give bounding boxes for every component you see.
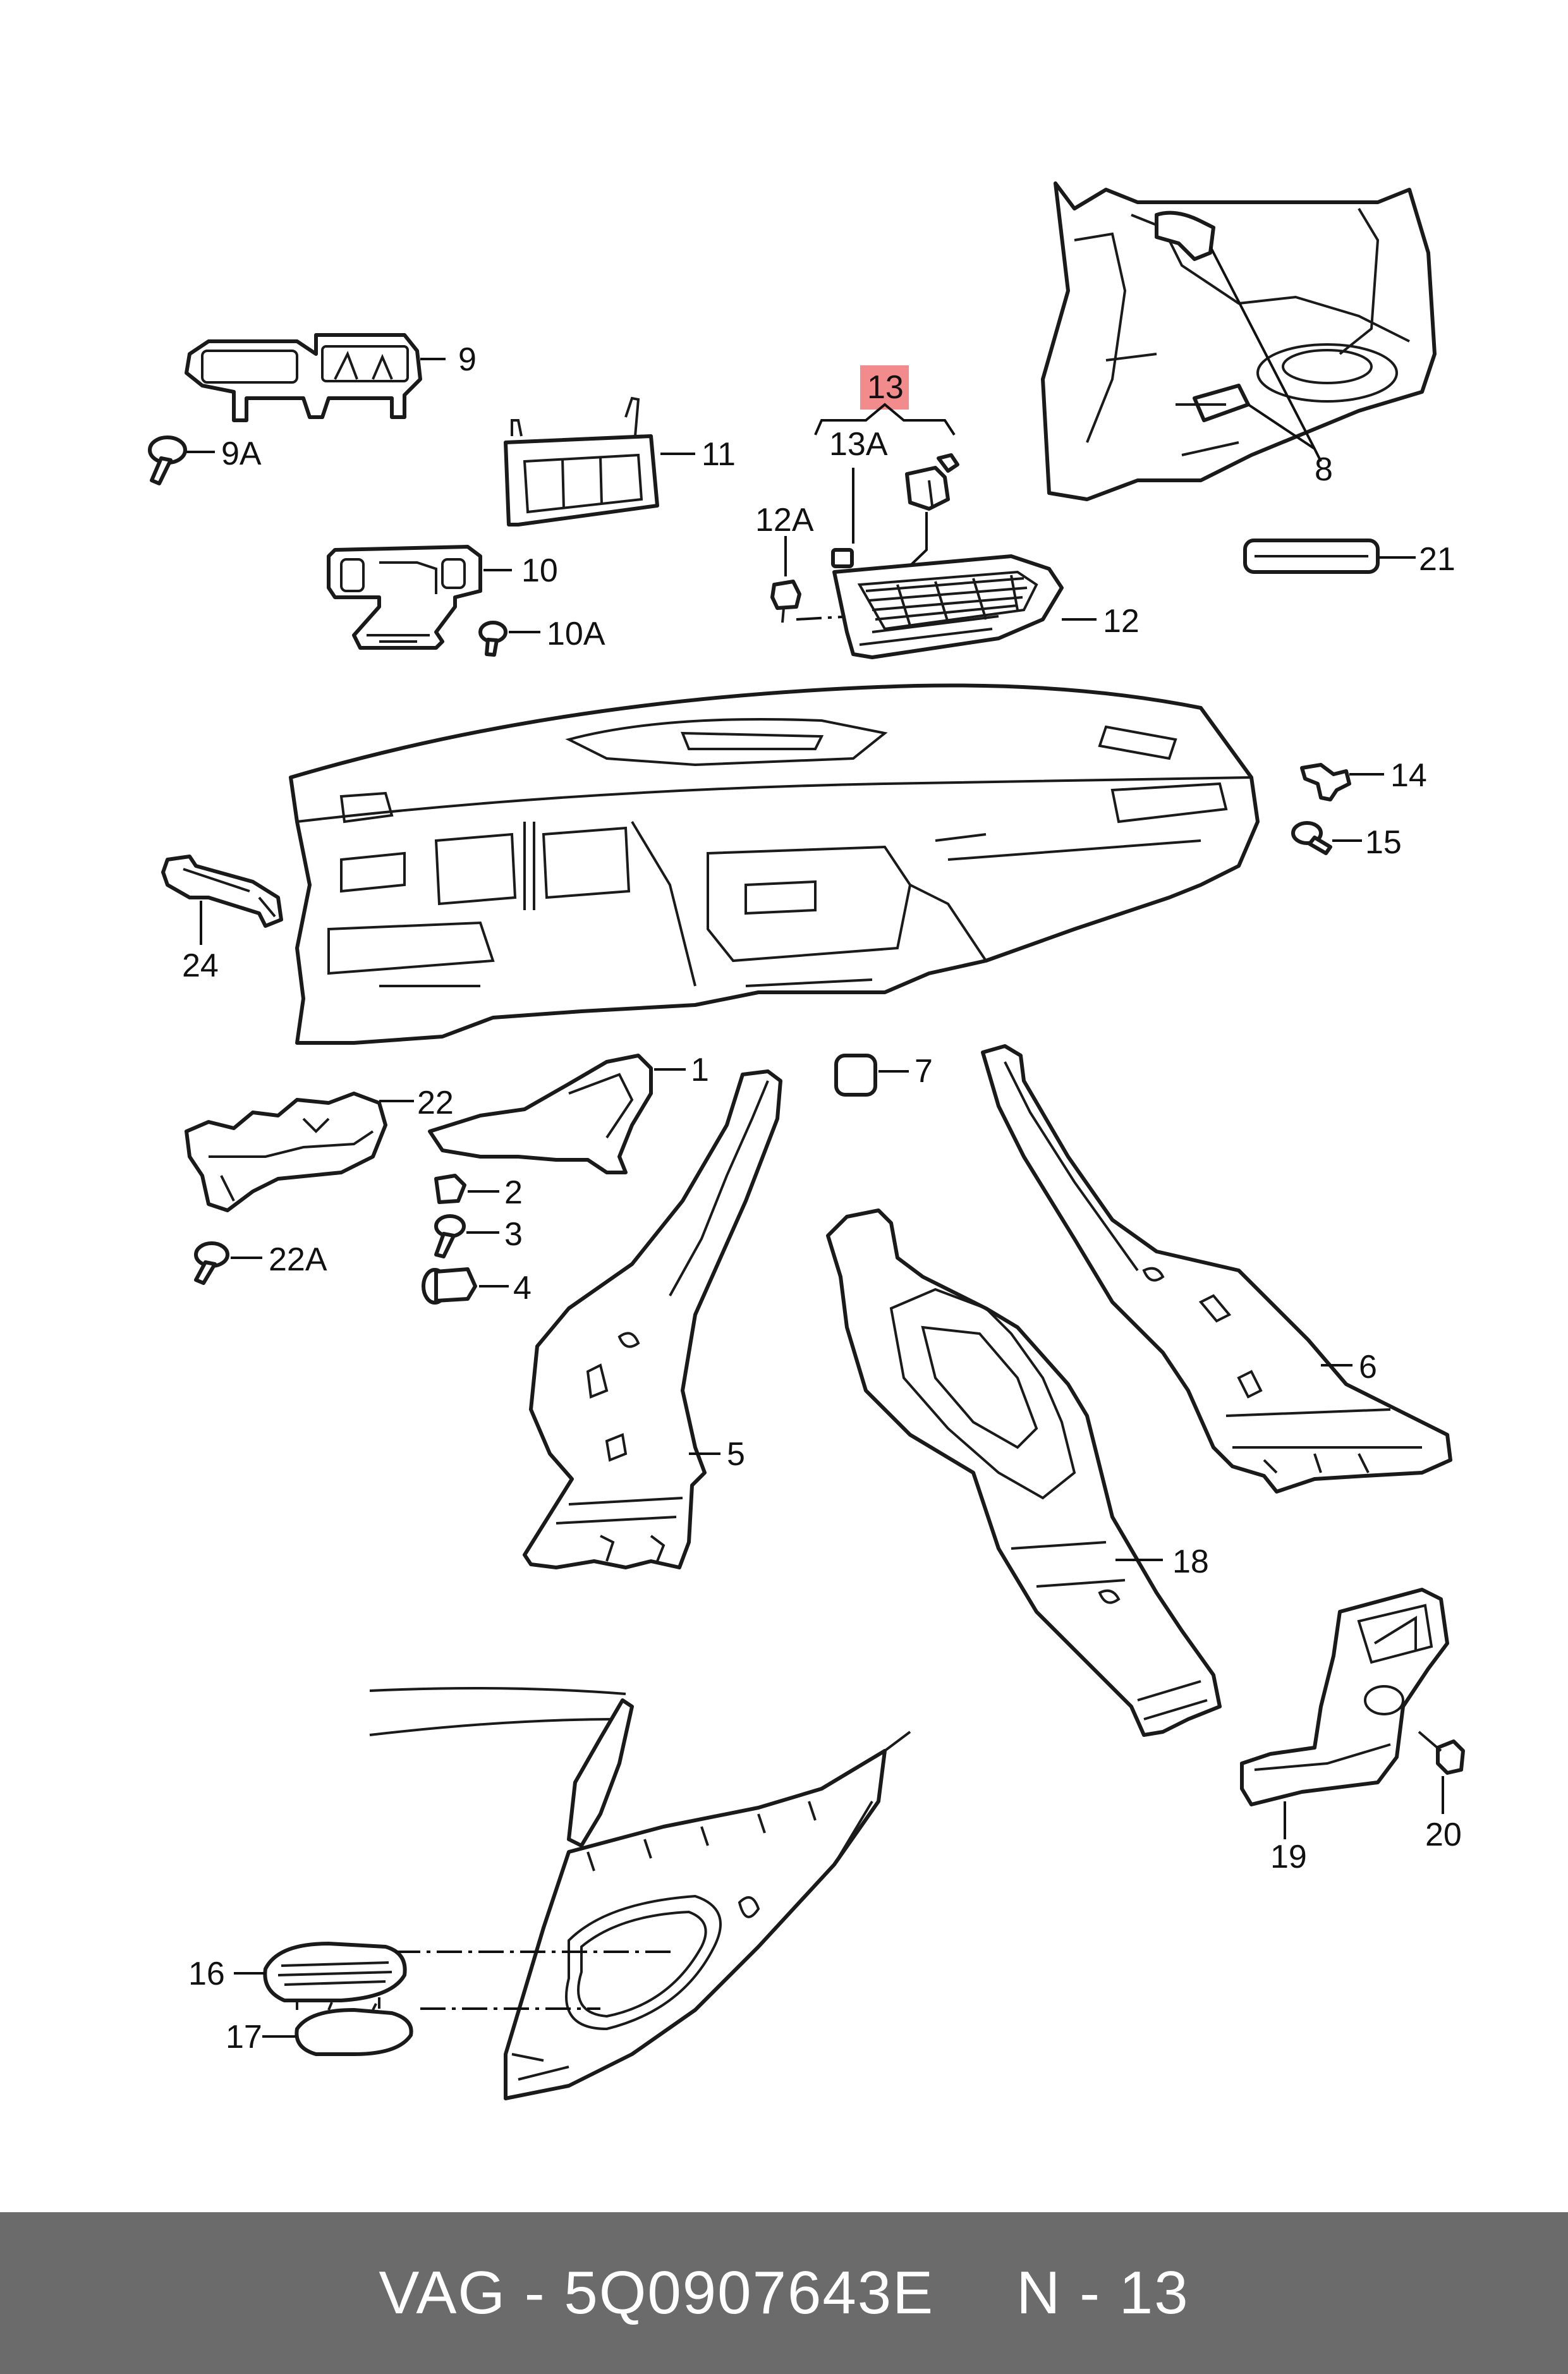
label-12: 12: [1103, 603, 1140, 640]
part-14-clip: [1300, 763, 1351, 801]
part-5-duct: [523, 1069, 782, 1569]
label-16: 16: [188, 1956, 225, 1992]
highlight-13: [860, 365, 909, 410]
part-2-clip: [434, 1174, 466, 1204]
label-9a: 9A: [221, 435, 262, 472]
part-9a-screw: [148, 435, 187, 485]
label-18: 18: [1172, 1543, 1209, 1580]
part-11-vent-grille: [504, 396, 659, 527]
part-6-duct: [981, 1044, 1452, 1494]
footer-brand: VAG: [379, 2259, 507, 2327]
part-9-vent-housing: [185, 333, 422, 422]
part-22-bracket: [185, 1092, 387, 1212]
label-22: 22: [417, 1085, 454, 1121]
label-24: 24: [182, 947, 219, 984]
part-10-air-duct: [327, 545, 482, 650]
hose-upper: [1155, 210, 1215, 261]
label-8: 8: [1315, 451, 1333, 488]
footer-caption: VAG - 5Q0907643E N - 13: [379, 2258, 1189, 2328]
part-10a-screw: [478, 621, 507, 657]
label-19: 19: [1270, 1839, 1307, 1875]
part-13a-clip: [831, 548, 854, 568]
footer-part-number: 5Q0907643E: [564, 2259, 935, 2327]
label-14: 14: [1390, 757, 1427, 794]
part-13-sensor: [905, 453, 959, 511]
label-21: 21: [1419, 541, 1456, 578]
part-22a-screw: [194, 1241, 229, 1285]
footer-section: N - 13: [1016, 2259, 1189, 2327]
label-5: 5: [727, 1436, 745, 1473]
label-10a: 10A: [547, 616, 605, 652]
label-20: 20: [1425, 1817, 1462, 1853]
footer-bar: VAG - 5Q0907643E N - 13: [0, 2212, 1568, 2374]
part-15-screw: [1291, 821, 1332, 855]
part-3-screw: [434, 1214, 466, 1258]
rear-door-panel: [369, 1687, 911, 2100]
label-13: 13: [867, 369, 904, 406]
label-1: 1: [691, 1052, 709, 1088]
part-7-cap: [834, 1054, 877, 1097]
label-3: 3: [504, 1216, 523, 1253]
part-24-bracket: [161, 855, 283, 928]
part-19-rear-duct: [1240, 1588, 1449, 1806]
label-15: 15: [1365, 824, 1402, 861]
part-16-grille: [263, 1942, 407, 2010]
part-18-duct: [826, 1208, 1222, 1737]
part-8-heater-housing: [1041, 181, 1437, 501]
label-2: 2: [504, 1174, 523, 1211]
part-1-duct: [428, 1054, 653, 1174]
label-13a: 13A: [829, 426, 888, 463]
label-11: 11: [702, 436, 736, 473]
label-4: 4: [513, 1270, 532, 1306]
part-20-clip: [1418, 1731, 1465, 1775]
label-9: 9: [458, 341, 477, 378]
part-4-rivet: [422, 1267, 477, 1305]
label-17: 17: [226, 2019, 262, 2055]
label-6: 6: [1359, 1349, 1377, 1385]
part-12a-nut: [770, 580, 801, 623]
footer-separator: -: [524, 2259, 546, 2327]
exploded-parts-diagram: 8 9 9A 11 10 10A 13 13A: [148, 181, 1465, 2100]
label-7: 7: [915, 1053, 933, 1090]
label-22a: 22A: [269, 1241, 327, 1278]
dashboard-carrier: [289, 683, 1260, 1045]
part-17-cover: [295, 2002, 413, 2056]
label-10: 10: [521, 552, 558, 589]
part-12-filter-housing: [832, 554, 1064, 659]
label-12a: 12A: [755, 502, 814, 539]
